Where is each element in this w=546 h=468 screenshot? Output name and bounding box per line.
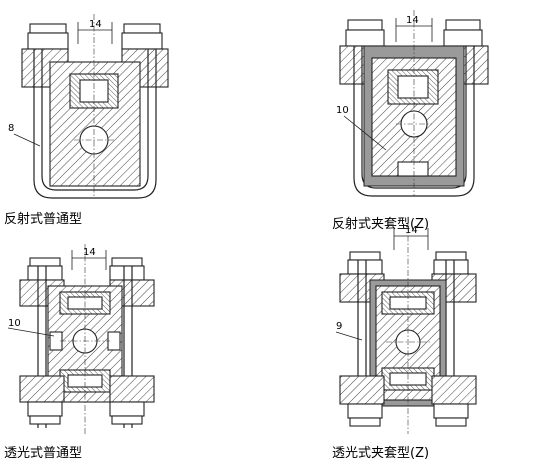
callout-label: 8 <box>8 123 14 134</box>
caption: 透光式普通型 <box>4 446 83 461</box>
reflective-standard-drawing: 14 8 <box>8 14 169 199</box>
dimension-label: 14 <box>405 225 418 236</box>
dimension-label: 14 <box>83 247 96 258</box>
transparent-standard-drawing: 14 10 <box>7 244 155 436</box>
reflective-jacketed-drawing: 14 10 <box>336 10 489 197</box>
dimension-label: 14 <box>89 19 102 30</box>
caption: 反射式普通型 <box>4 212 83 227</box>
panel-transparent-jacketed: 14 9 透光式夹套型(Z) <box>326 222 526 468</box>
panel-transparent-standard: 14 10 透光式普通型 <box>0 242 190 468</box>
panel-reflective-jacketed: 14 10 反射式夹套型(Z) <box>326 0 526 235</box>
callout-label: 9 <box>336 321 342 332</box>
caption: 反射式夹套型(Z) <box>332 217 430 232</box>
transparent-jacketed-drawing: 14 9 <box>335 224 477 434</box>
caption: 透光式夹套型(Z) <box>332 446 430 461</box>
dimension-label: 14 <box>406 15 419 26</box>
panel-reflective-standard: 14 8 反射式普通型 <box>0 0 190 230</box>
callout-label: 10 <box>8 318 21 329</box>
callout-label: 10 <box>336 105 349 116</box>
